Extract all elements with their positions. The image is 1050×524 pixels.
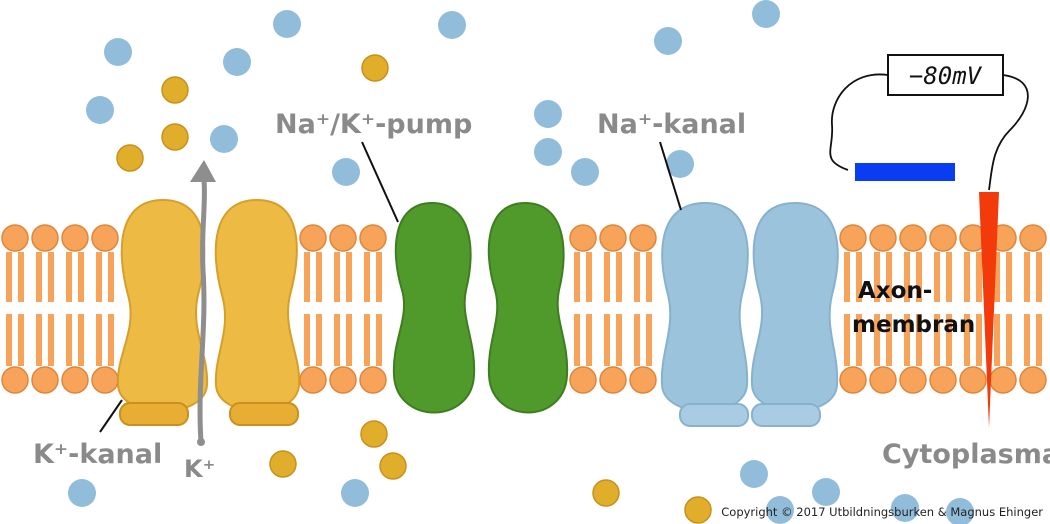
na-channel-label: Na⁺-kanal — [597, 109, 746, 140]
cytoplasm-label: Cytoplasma — [882, 439, 1050, 470]
na-channel-right-gate — [751, 403, 821, 427]
lipid-bilayer — [1, 224, 1047, 394]
na-channel — [660, 201, 839, 427]
na-ion-icon — [666, 150, 694, 178]
na-ion-icon — [438, 11, 466, 39]
pump-right-subunit — [487, 201, 569, 414]
na-channel-left-subunit — [660, 201, 749, 413]
potassium-ions — [116, 54, 712, 524]
na-ion-icon — [223, 48, 251, 76]
na-ion-icon — [946, 498, 974, 524]
phospholipid — [1019, 224, 1047, 394]
arrow-head-icon — [190, 160, 216, 182]
k-channel-leader-line — [99, 399, 123, 433]
k-channel-label: K⁺-kanal — [33, 439, 162, 470]
na-ion-icon — [273, 10, 301, 38]
phospholipid — [869, 224, 897, 394]
voltmeter-reading: −80mV — [909, 62, 983, 90]
na-ion-icon — [812, 478, 840, 506]
k-ion-icon — [361, 54, 389, 82]
reference-electrode-blue — [855, 163, 955, 181]
copyright-text: Copyright © 2017 Utbildningsburken & Mag… — [721, 505, 1043, 519]
na-ion-icon — [740, 460, 768, 488]
k-channel-right-gate — [229, 402, 299, 426]
recording-electrode-red — [979, 192, 999, 428]
na-ion-icon — [332, 158, 360, 186]
na-ion-icon — [766, 496, 794, 524]
na-ion-icon — [86, 96, 114, 124]
k-channel-left-gate — [119, 402, 189, 426]
membrane-label-line2: membran — [852, 312, 975, 338]
voltmeter-display — [887, 54, 1004, 96]
k-ion-icon — [379, 452, 407, 480]
k-efflux-arrow — [190, 160, 216, 446]
na-ion-icon — [654, 27, 682, 55]
k-channel-left-subunit — [116, 198, 209, 413]
na-ion-icon — [68, 479, 96, 507]
k-ion-icon — [360, 420, 388, 448]
k-ion-icon — [116, 144, 144, 172]
pump-leader-line — [361, 141, 399, 223]
phospholipid — [599, 224, 627, 394]
membrane-label-line1: Axon- — [858, 278, 932, 304]
k-channel-right-subunit — [214, 198, 301, 413]
phospholipid — [329, 224, 357, 394]
na-ion-icon — [571, 158, 599, 186]
na-k-pump — [392, 201, 569, 414]
phospholipid — [929, 224, 957, 394]
k-channel — [116, 198, 301, 426]
phospholipid — [839, 224, 867, 394]
phospholipid — [31, 224, 59, 394]
na-ion-icon — [891, 494, 919, 522]
na-channel-leader-line — [659, 141, 682, 211]
phospholipid — [899, 224, 927, 394]
k-ion-icon — [161, 76, 189, 104]
phospholipid — [1, 224, 29, 394]
na-channel-right-subunit — [750, 201, 839, 413]
na-ion-icon — [752, 0, 780, 28]
k-ion-icon — [684, 496, 712, 524]
electrode-wire-right — [988, 74, 1029, 191]
phospholipid — [359, 224, 387, 394]
phospholipid — [629, 224, 657, 394]
phospholipid — [299, 224, 327, 394]
pump-left-subunit — [392, 201, 476, 414]
phospholipid — [959, 224, 987, 394]
k-ion-icon — [269, 450, 297, 478]
arrow-icon — [197, 177, 207, 445]
phospholipid — [61, 224, 89, 394]
phospholipid — [91, 224, 119, 394]
k-ion-label: K⁺ — [184, 455, 215, 483]
arrow-tail-dot — [197, 438, 205, 446]
na-ion-icon — [534, 100, 562, 128]
k-ion-icon — [592, 479, 620, 507]
sodium-ions — [68, 0, 974, 524]
na-channel-left-gate — [679, 403, 749, 427]
pump-label: Na⁺/K⁺-pump — [275, 109, 472, 140]
k-ion-icon — [161, 123, 189, 151]
phospholipid — [569, 224, 597, 394]
na-ion-icon — [104, 38, 132, 66]
na-ion-icon — [341, 479, 369, 507]
na-ion-icon — [534, 138, 562, 166]
na-ion-icon — [210, 125, 238, 153]
electrode-wire-left — [829, 73, 889, 171]
voltmeter-setup: −80mV — [829, 54, 1029, 428]
